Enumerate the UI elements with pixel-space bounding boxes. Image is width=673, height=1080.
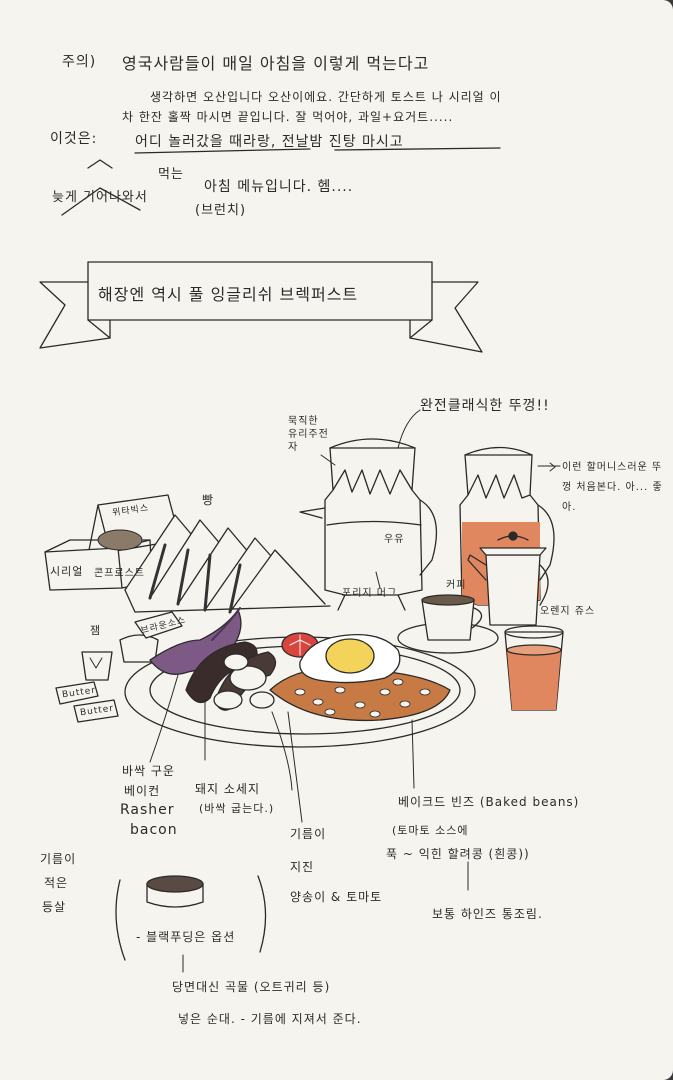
caret-mark xyxy=(61,187,141,216)
label-cereal: 시리얼 xyxy=(50,565,84,578)
note-line-5-left: 늦게 기어나와서 xyxy=(52,190,148,205)
label-beans-1: 베이크드 빈즈 (Baked beans) xyxy=(398,795,580,809)
underline-1 xyxy=(134,148,311,154)
label-black-pudding-2: 당면대신 곡물 (오트귀리 등) xyxy=(172,980,331,994)
underline-2 xyxy=(334,147,501,151)
coffee-pot xyxy=(467,531,549,626)
pointer-lines xyxy=(149,409,561,973)
jam-and-butter xyxy=(55,634,159,723)
label-bacon-en-1: Rasher xyxy=(120,802,175,818)
label-mushroom-2: 지진 xyxy=(290,860,315,874)
note-prefix: 주의) xyxy=(62,54,97,70)
label-beans-4: 보통 하인즈 통조림. xyxy=(432,907,543,921)
note-line-3: 차 한잔 홀짝 마시면 끝입니다. 잘 먹어야, 과일+요거트..... xyxy=(122,110,454,124)
label-beans-3: 푹 ~ 익힌 할려콩 (흰콩)) xyxy=(386,847,530,861)
sauce-packet xyxy=(134,611,183,639)
label-coffee: 커피 xyxy=(446,580,467,591)
juice-glass xyxy=(504,625,564,711)
label-milk: 우유 xyxy=(384,534,405,545)
banner-title: 해장엔 역시 풀 잉글리쉬 브렉퍼스트 xyxy=(98,285,359,304)
mushrooms xyxy=(213,653,275,710)
label-old-lid: 이런 할머니스러운 뚜껑 처음본다. 아... 좋아. xyxy=(562,462,663,513)
label-mushroom-1: 기름이 xyxy=(290,827,327,841)
label-black-pudding-3: 넣은 순대. - 기름에 지져서 준다. xyxy=(178,1012,362,1026)
black-pudding xyxy=(115,875,267,961)
label-orange-juice: 오렌지 쥬스 xyxy=(540,606,596,617)
label-bacon-ko-1: 바싹 구운 xyxy=(122,764,175,778)
note-line-4: 어디 놀러갔을 때라랑, 전날밤 진탕 마시고 xyxy=(135,134,404,150)
milk-jug xyxy=(299,438,438,611)
label-glass-jug: 묵직한 유리주전자 xyxy=(288,416,329,453)
fried-egg xyxy=(299,633,401,684)
label-cornflakes: 콘프로스트 xyxy=(94,568,145,579)
note-line-5-above: 먹는 xyxy=(158,167,184,182)
label-bacon-ko-2: 베이컨 xyxy=(124,784,161,798)
note-line-2: 생각하면 오산입니다 오산이에요. 간단하게 토스트 나 시리얼 이 xyxy=(150,90,502,104)
label-classic-lid: 완전클래식한 뚜껑!! xyxy=(420,398,550,414)
label-bread: 빵 xyxy=(202,493,215,507)
toast-sandwiches xyxy=(124,514,331,614)
label-black-pudding-1: - 블랙푸딩은 옵션 xyxy=(136,930,236,944)
label-porridge: 포리지 머그 xyxy=(342,588,398,599)
note-label: 이것은: xyxy=(50,131,98,147)
banner-ribbon xyxy=(39,261,483,353)
label-bacon-en-2: bacon xyxy=(130,822,178,838)
note-line-1: 영국사람들이 매일 아침을 이렇게 먹는다고 xyxy=(122,54,430,73)
caret-arrow xyxy=(87,159,113,169)
label-lean-meat-2: 적은 xyxy=(44,876,69,890)
label-mushroom-3: 양송이 & 토마토 xyxy=(290,890,383,904)
label-sausage-2: (바싹 굽는다.) xyxy=(199,802,275,815)
label-sausage-1: 돼지 소세지 xyxy=(195,782,261,796)
note-line-5: 아침 메뉴입니다. 헴.... xyxy=(204,179,354,195)
note-line-6: (브런치) xyxy=(195,203,247,218)
baked-beans xyxy=(269,667,451,722)
coffee-cup xyxy=(397,594,499,654)
label-jam: 잼 xyxy=(90,624,102,637)
label-beans-2: (토마토 소스에 xyxy=(392,824,469,837)
label-lean-meat-3: 등살 xyxy=(42,900,67,914)
label-lean-meat-1: 기름이 xyxy=(40,852,77,866)
